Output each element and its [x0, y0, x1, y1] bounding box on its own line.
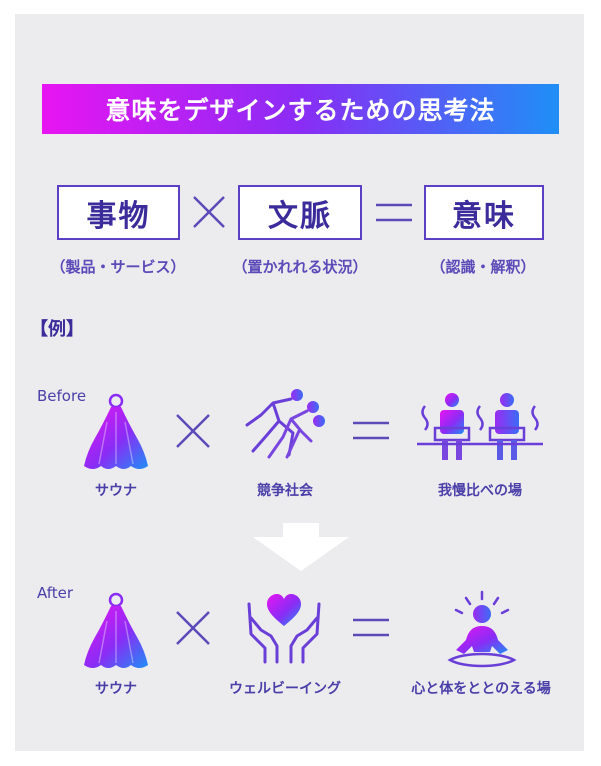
before-item-sauna: サウナ — [95, 483, 137, 499]
equals-icon — [353, 618, 389, 637]
term-box-object: 事物 — [57, 185, 180, 240]
term-meaning: 意味 — [452, 198, 516, 234]
before-label: Before — [37, 387, 87, 405]
label-object: （製品・サービス） — [50, 258, 186, 276]
term-box-meaning: 意味 — [424, 185, 544, 240]
before-item-competition: 競争社会 — [257, 483, 313, 499]
before-item-endurance: 我慢比べの場 — [438, 483, 522, 499]
term-object: 事物 — [86, 198, 151, 234]
sauna-hat-icon — [84, 592, 148, 668]
term-box-context: 文脈 — [238, 185, 362, 240]
sauna-hat-icon — [84, 393, 148, 469]
term-context: 文脈 — [268, 198, 332, 234]
competition-runners-icon — [245, 389, 325, 459]
after-label: After — [37, 584, 74, 602]
label-meaning: （認識・解釈） — [430, 258, 536, 276]
page-title: 意味をデザインするための思考法 — [105, 96, 496, 125]
multiply-icon — [176, 611, 210, 645]
equals-icon — [353, 421, 389, 440]
heart-hands-icon — [247, 594, 321, 664]
label-context: （置かれれる状況） — [232, 258, 368, 276]
after-item-wellbeing: ウェルビーイング — [229, 681, 341, 697]
multiply-icon — [176, 414, 210, 448]
arrow-down-icon — [253, 523, 349, 571]
meditation-icon — [447, 590, 517, 668]
equals-icon — [376, 203, 412, 222]
after-item-sauna: サウナ — [95, 681, 137, 697]
after-item-mind-body: 心と体をととのえる場 — [411, 681, 551, 697]
title-banner: 意味をデザインするための思考法 — [42, 84, 559, 134]
example-heading: 【例】 — [30, 319, 84, 340]
endurance-sauna-people-icon — [417, 393, 543, 460]
multiply-icon — [193, 196, 225, 228]
